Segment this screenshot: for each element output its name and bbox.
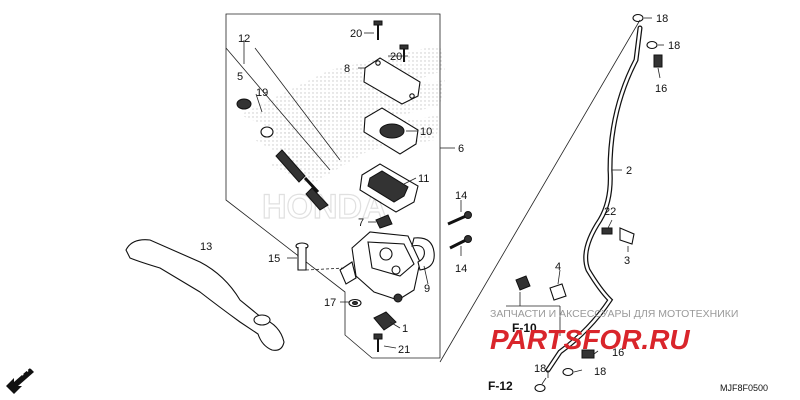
label-part-18c: 18 — [594, 366, 606, 378]
washer-18c — [562, 367, 574, 377]
mount-bolt-a — [447, 211, 472, 226]
label-part-16b: 16 — [612, 347, 624, 359]
screw-20b — [399, 44, 409, 62]
assembly-outline — [225, 13, 455, 359]
pivot-bolt — [295, 242, 346, 271]
label-part-22: 22 — [604, 206, 616, 218]
label-part-13: 13 — [200, 241, 212, 253]
label-part-15: 15 — [268, 253, 280, 265]
label-part-12: 12 — [238, 33, 250, 45]
hose-clamp — [619, 227, 635, 245]
label-part-18a: 18 — [656, 13, 668, 25]
label-part-10: 10 — [420, 126, 432, 138]
label-part-7: 7 — [358, 217, 364, 229]
label-part-20b: 20 — [390, 51, 402, 63]
boot-7 — [375, 214, 393, 229]
ref-f10: F-10 — [512, 321, 537, 335]
label-part-11: 11 — [418, 173, 429, 185]
label-part-21: 21 — [398, 344, 410, 356]
label-part-3: 3 — [624, 255, 630, 267]
label-part-1: 1 — [402, 323, 408, 335]
diaphragm-plate — [363, 107, 419, 155]
washer-18d — [534, 383, 546, 393]
label-part-17: 17 — [324, 297, 336, 309]
label-part-20a: 20 — [350, 28, 362, 40]
piston-set — [236, 98, 329, 211]
front-direction-arrow — [6, 368, 34, 394]
label-part-16a: 16 — [655, 83, 667, 95]
ref-f12: F-12 — [488, 379, 513, 393]
label-part-5: 5 — [237, 71, 243, 83]
label-part-19: 19 — [256, 87, 268, 99]
label-part-9: 9 — [424, 283, 430, 295]
screw-20a — [373, 20, 383, 40]
label-part-18d: 18 — [534, 363, 546, 375]
label-part-14b: 14 — [455, 263, 467, 275]
hose-guide — [515, 275, 567, 301]
pivot-nut — [348, 298, 362, 308]
label-part-6: 6 — [458, 143, 464, 155]
oil-bolt-16a — [653, 54, 663, 68]
stop-switch — [373, 311, 397, 331]
front-label: FR. — [17, 360, 37, 379]
leader-lines — [243, 17, 664, 385]
label-part-2: 2 — [626, 165, 632, 177]
label-part-8: 8 — [344, 63, 350, 75]
master-cylinder — [339, 231, 421, 303]
label-part-14a: 14 — [455, 190, 467, 202]
washer-18b — [646, 40, 658, 50]
screw-21 — [373, 333, 383, 352]
washer-18a — [632, 13, 644, 23]
reservoir-cap — [358, 57, 421, 105]
bolt-22 — [601, 227, 613, 235]
brake-hose — [545, 25, 643, 373]
holder-clamp — [411, 237, 435, 271]
brake-lever — [125, 239, 285, 351]
mount-bolt-b — [449, 235, 472, 250]
label-part-18b: 18 — [668, 40, 680, 52]
label-part-4: 4 — [555, 261, 561, 273]
watermark-brand: PARTSFOR.RU — [490, 324, 690, 355]
diagram-code: MJF8F0500 — [720, 383, 768, 393]
watermark-caption: ЗАПЧАСТИ И АКСЕССУАРЫ ДЛЯ МОТОТЕХНИКИ — [490, 308, 738, 320]
diaphragm — [359, 163, 419, 213]
